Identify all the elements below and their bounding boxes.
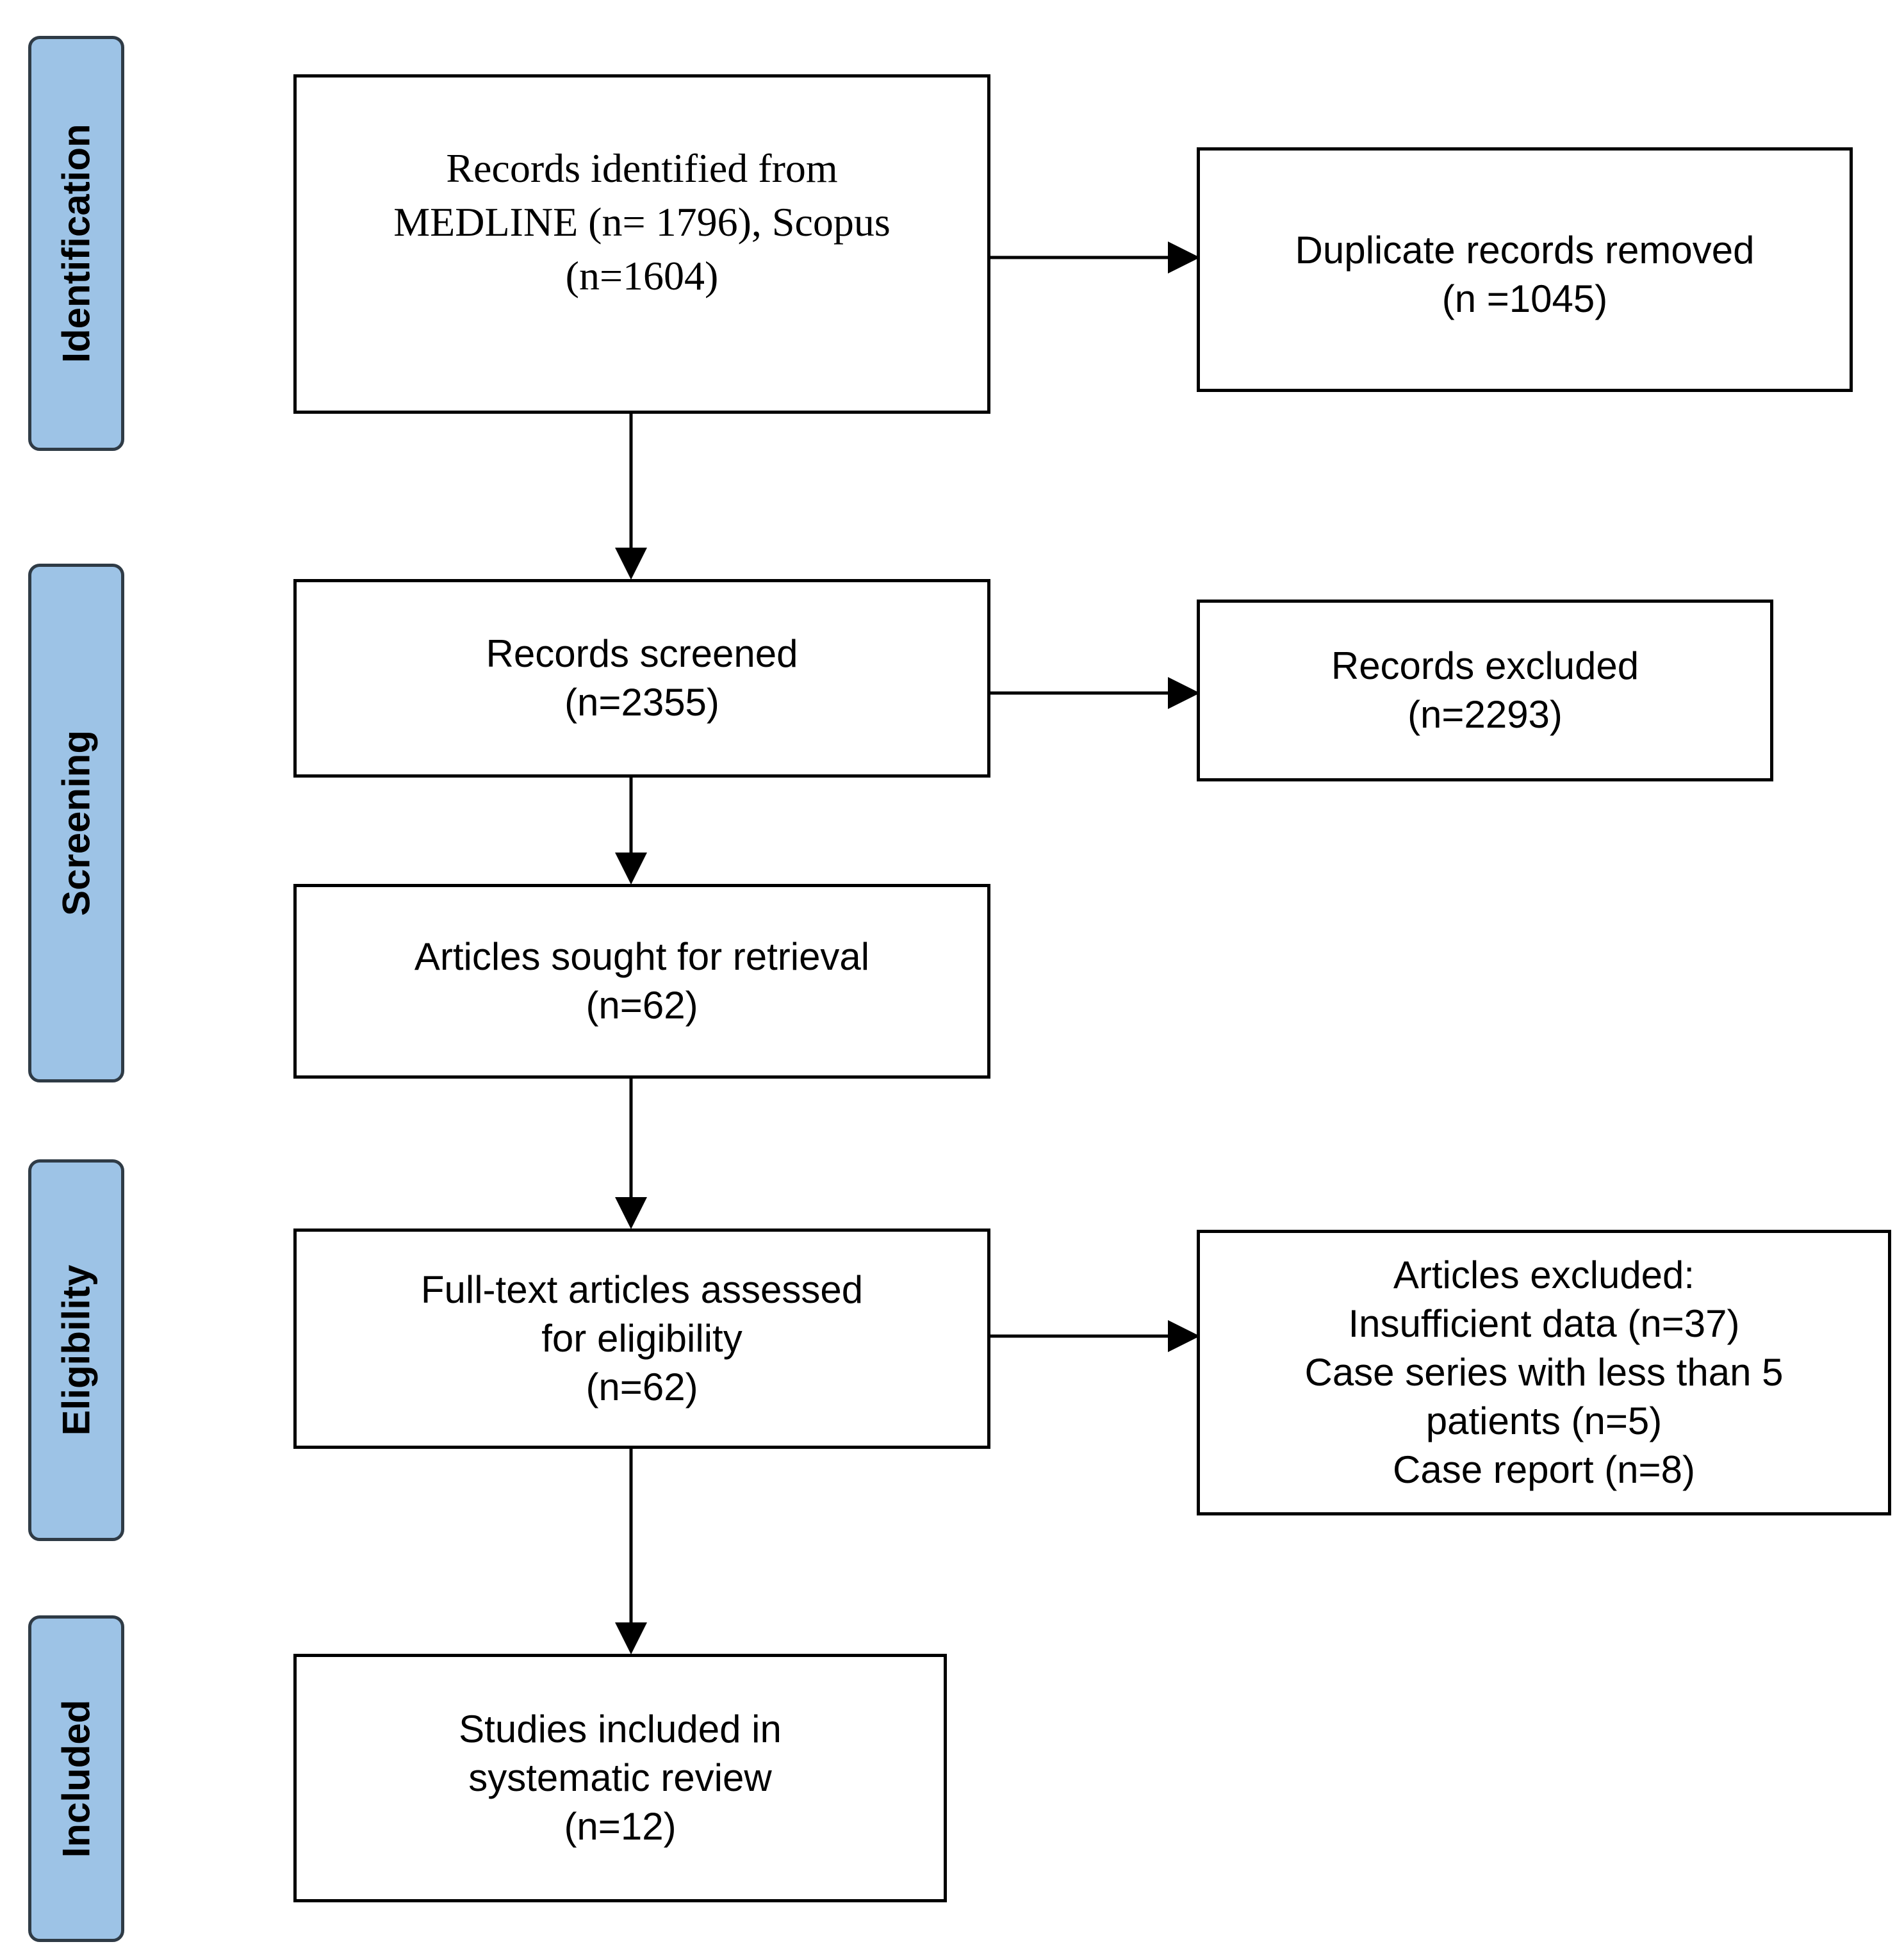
text-line: (n=12)	[564, 1805, 677, 1848]
box-fulltext-assessed: Full-text articles assessed for eligibil…	[293, 1229, 990, 1449]
box-records-screened-text: Records screened (n=2355)	[486, 630, 798, 727]
box-fulltext-assessed-text: Full-text articles assessed for eligibil…	[421, 1266, 863, 1412]
box-sought-retrieval: Articles sought for retrieval (n=62)	[293, 884, 990, 1079]
text-line: Records screened	[486, 632, 798, 675]
box-studies-included-text: Studies included in systematic review (n…	[459, 1705, 782, 1851]
stage-included: Included	[28, 1615, 124, 1942]
text-line: (n=62)	[586, 984, 698, 1027]
text-line: Case report (n=8)	[1393, 1448, 1695, 1491]
text-line: patients (n=5)	[1425, 1400, 1662, 1442]
text-line: for eligibility	[541, 1317, 743, 1360]
box-studies-included: Studies included in systematic review (n…	[293, 1654, 947, 1902]
stage-eligibility: Eligibility	[28, 1159, 124, 1541]
text-line: Duplicate records removed	[1295, 229, 1755, 272]
text-line: (n=2355)	[564, 681, 719, 724]
text-line: (n=1604)	[565, 253, 719, 298]
text-line: Records identified from	[446, 145, 838, 191]
text-line: Studies included in	[459, 1708, 782, 1751]
text-line: Articles sought for retrieval	[414, 935, 870, 978]
text-line: Full-text articles assessed	[420, 1268, 864, 1311]
box-records-excluded-text: Records excluded (n=2293)	[1331, 642, 1639, 739]
box-duplicates-removed-text: Duplicate records removed (n =1045)	[1295, 226, 1755, 323]
box-records-screened: Records screened (n=2355)	[293, 579, 990, 778]
text-line: Records excluded	[1331, 644, 1639, 687]
text-line: Articles excluded:	[1393, 1253, 1695, 1296]
box-articles-excluded: Articles excluded: Insufficient data (n=…	[1197, 1230, 1891, 1515]
box-records-identified: Records identified from MEDLINE (n= 1796…	[293, 74, 990, 414]
text-line: (n=2293)	[1407, 693, 1563, 736]
box-sought-retrieval-text: Articles sought for retrieval (n=62)	[414, 933, 869, 1030]
text-line: (n =1045)	[1441, 277, 1608, 320]
stage-screening: Screening	[28, 564, 124, 1082]
box-duplicates-removed: Duplicate records removed (n =1045)	[1197, 147, 1853, 392]
text-line: Case series with less than 5	[1304, 1351, 1784, 1394]
box-records-excluded: Records excluded (n=2293)	[1197, 600, 1773, 781]
box-articles-excluded-text: Articles excluded: Insufficient data (n=…	[1304, 1251, 1783, 1494]
text-line: Insufficient data (n=37)	[1348, 1302, 1740, 1345]
box-records-identified-text: Records identified from MEDLINE (n= 1796…	[393, 142, 890, 303]
text-line: (n=62)	[586, 1366, 698, 1408]
text-line: MEDLINE (n= 1796), Scopus	[393, 199, 890, 245]
text-line: systematic review	[468, 1756, 772, 1799]
stage-identification: Identification	[28, 36, 124, 451]
